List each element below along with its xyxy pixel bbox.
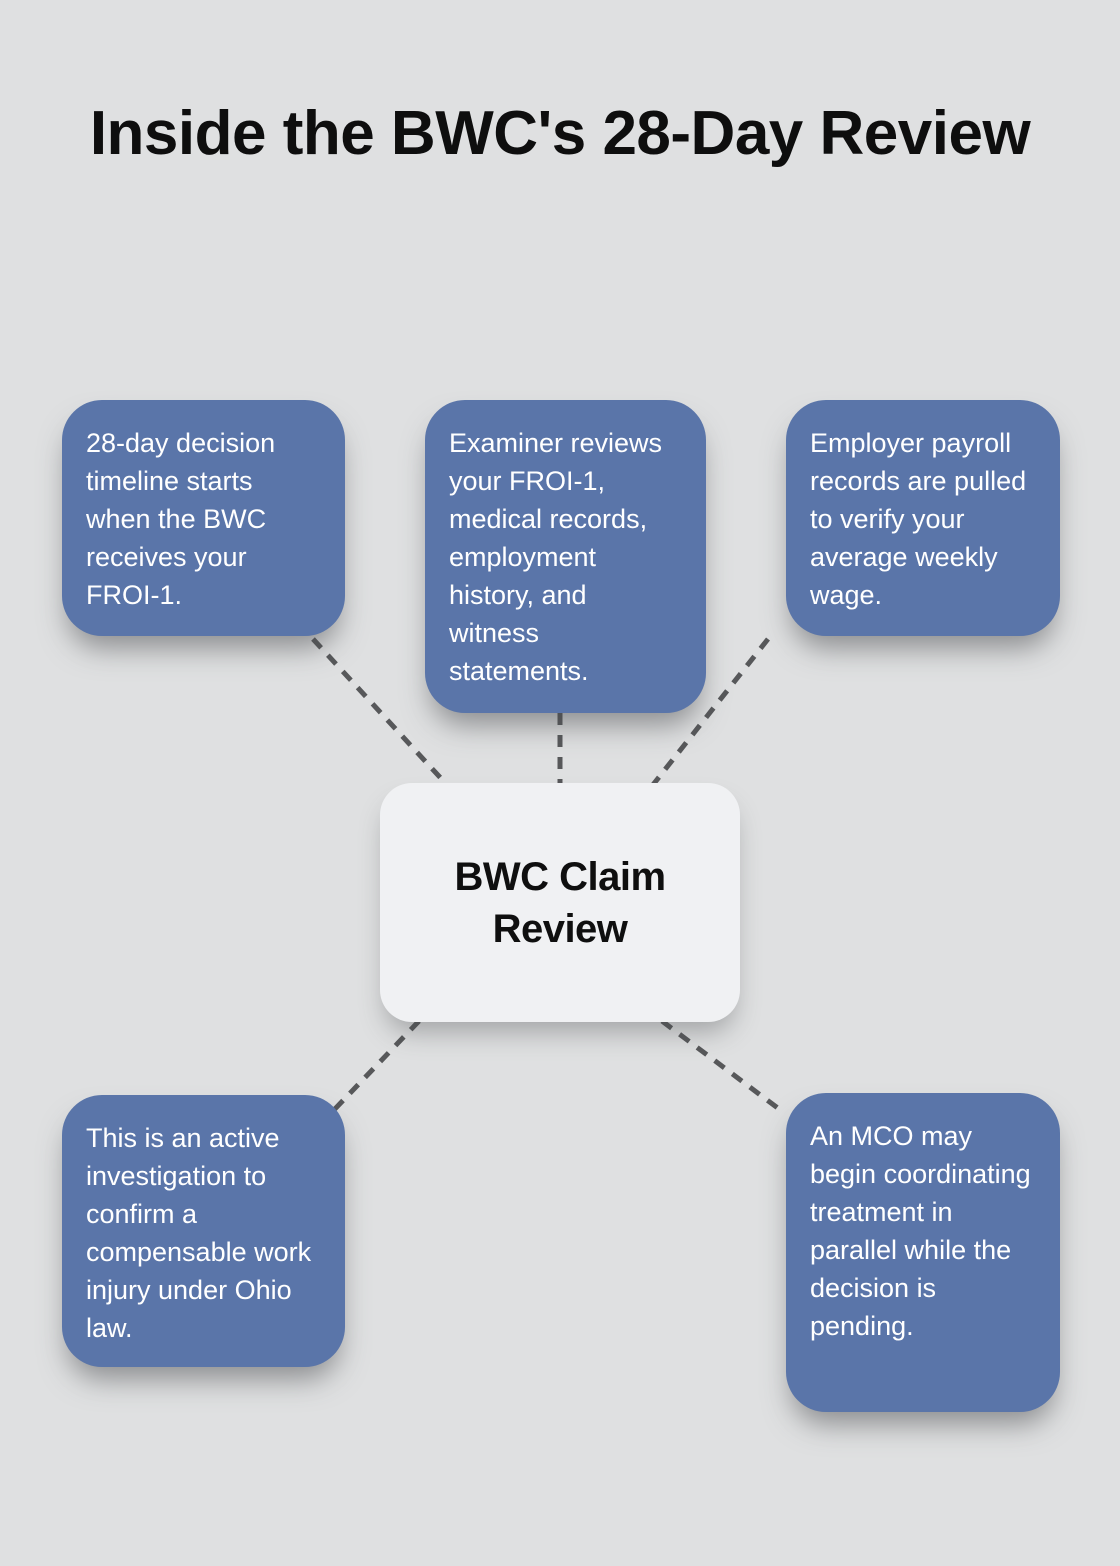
node-active-investigation: This is an active investigation to confi… xyxy=(62,1095,345,1367)
node-payroll-records-text: Employer payroll records are pulled to v… xyxy=(810,428,1027,610)
node-examiner-review: Examiner reviews your FROI-1, medical re… xyxy=(425,400,706,713)
page-title: Inside the BWC's 28-Day Review xyxy=(89,99,1031,168)
node-mco-coordination-text: An MCO may begin coordinating treatment … xyxy=(810,1121,1031,1341)
connector-bottom-right xyxy=(660,1019,785,1114)
node-timeline-start: 28-day decision timeline starts when the… xyxy=(62,400,345,636)
connector-bottom-left xyxy=(331,1019,421,1113)
node-active-investigation-text: This is an active investigation to confi… xyxy=(86,1123,312,1343)
node-payroll-records: Employer payroll records are pulled to v… xyxy=(786,400,1060,636)
center-node-label: BWC Claim Review xyxy=(454,854,666,951)
node-timeline-start-text: 28-day decision timeline starts when the… xyxy=(86,428,276,610)
node-examiner-review-text: Examiner reviews your FROI-1, medical re… xyxy=(449,428,663,686)
node-center-claim-review: BWC Claim Review xyxy=(380,783,740,1022)
node-mco-coordination: An MCO may begin coordinating treatment … xyxy=(786,1093,1060,1412)
